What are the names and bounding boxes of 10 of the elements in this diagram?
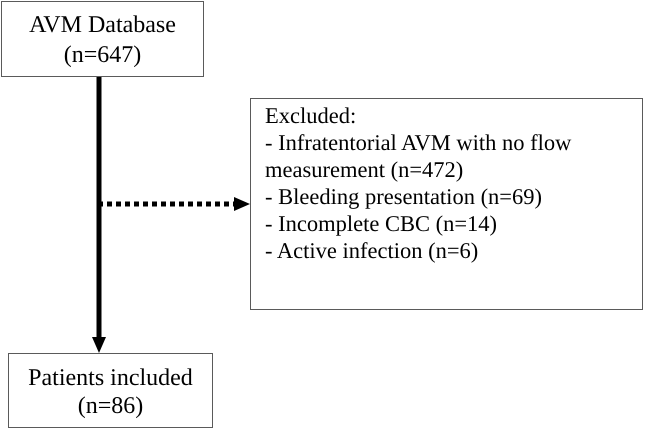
list-item: - Infratentorial AVM with no flow measurement (n=472) xyxy=(265,129,572,183)
list-item: - Active infection (n=6) xyxy=(265,237,478,264)
box-label: AVM Database (n=647) xyxy=(28,11,177,70)
exclusion-box xyxy=(250,98,643,310)
box-label: Patients included (n=86) xyxy=(27,364,194,420)
process-box xyxy=(8,353,213,428)
list-heading: Excluded: xyxy=(265,102,356,129)
list-item: - Bleeding presentation (n=69) xyxy=(265,183,542,210)
list-item: - Incomplete CBC (n=14) xyxy=(265,210,498,237)
process-box xyxy=(1,1,204,77)
